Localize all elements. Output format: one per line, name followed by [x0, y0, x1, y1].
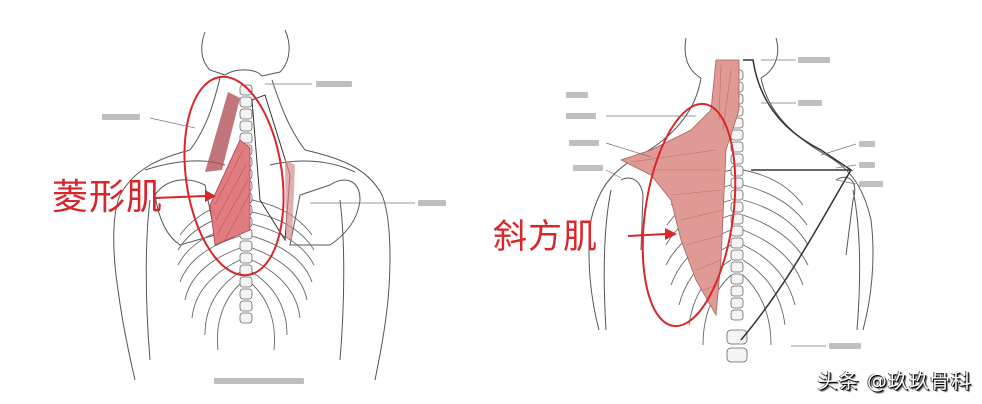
arrow-icon: [665, 228, 677, 240]
small-label-1: [566, 92, 588, 99]
small-label-scapula: [418, 200, 446, 207]
watermark: 头条 @玖玖骨科: [817, 369, 972, 393]
highlight-ellipse-left: [183, 75, 285, 277]
rhomboid-label: 菱形肌: [52, 177, 164, 218]
trapezius-muscle: [619, 59, 740, 317]
small-label-5: [798, 57, 830, 64]
small-label-3: [569, 140, 599, 147]
small-label-6: [798, 100, 822, 107]
back-anatomy-illustration-left: [113, 29, 415, 381]
back-anatomy-illustration-right: [588, 37, 874, 363]
small-label-levator: [102, 114, 140, 121]
small-label-10: [829, 343, 861, 350]
trapezius-label: 斜方肌: [493, 217, 598, 257]
arrow-icon: [205, 190, 216, 202]
small-label-2: [566, 113, 596, 120]
rhomboid-muscle: [209, 139, 251, 246]
figure-caption-left: [214, 377, 304, 385]
small-label-cervical: [316, 81, 352, 88]
levator-scapulae-muscle: [205, 92, 240, 172]
small-label-7: [859, 141, 875, 148]
right-panel-trapezius: 斜方肌 头条 @玖玖骨科: [491, 0, 982, 404]
small-label-4: [573, 165, 603, 172]
highlight-ellipse-right: [641, 102, 737, 328]
left-panel-rhomboid: 菱形肌: [52, 29, 446, 385]
small-label-9: [859, 181, 883, 188]
small-label-8: [859, 162, 875, 169]
